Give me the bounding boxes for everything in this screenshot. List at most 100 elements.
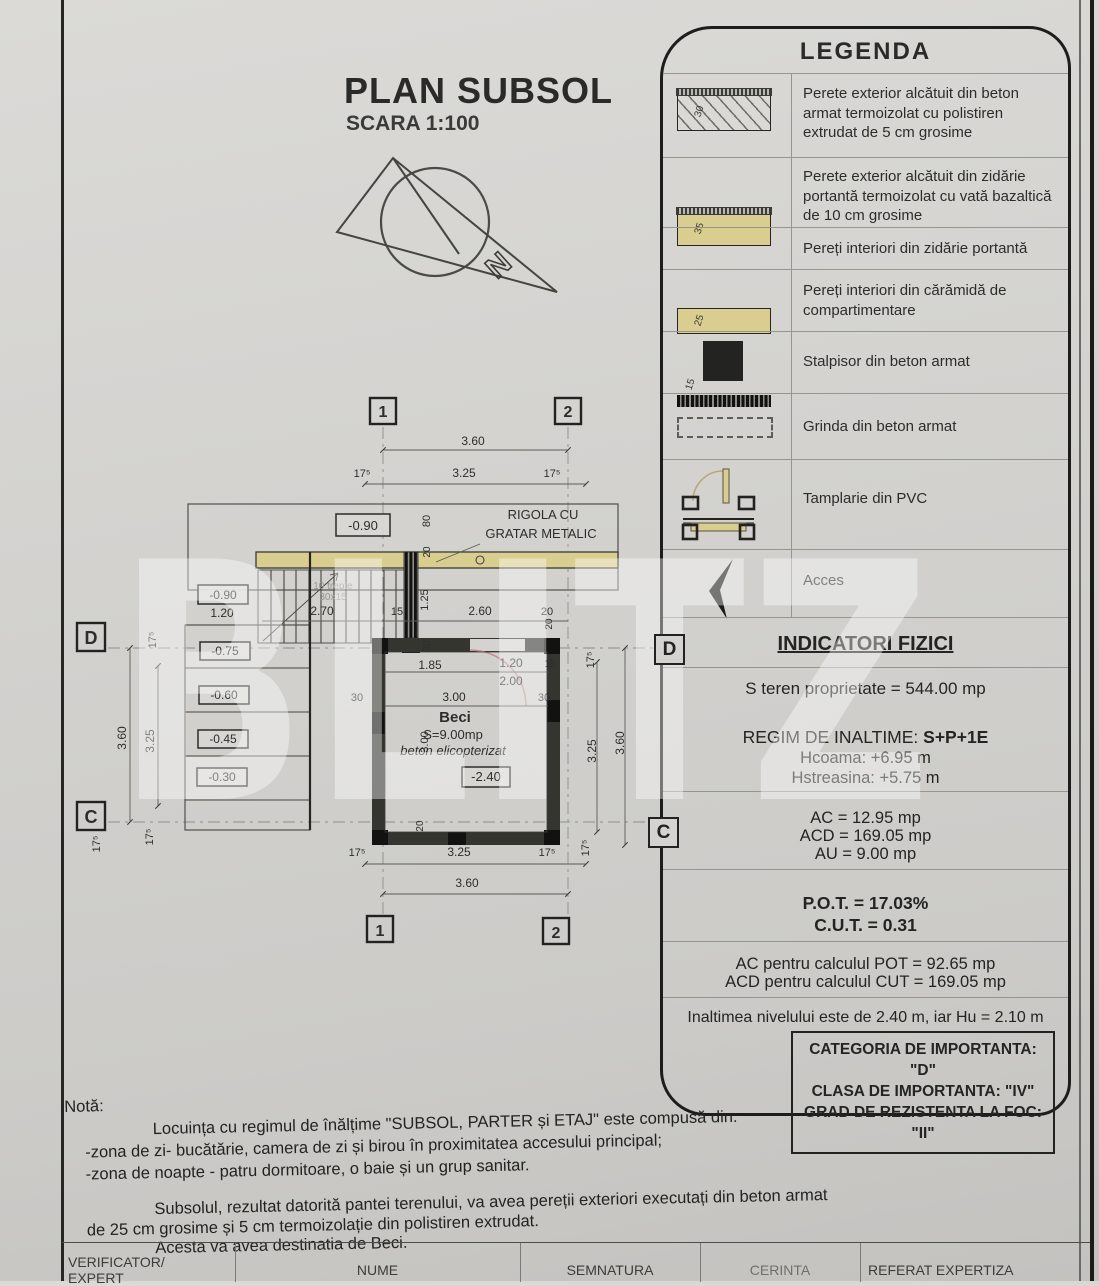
north-arrow-fold bbox=[392, 157, 460, 255]
level-label: -2.40 bbox=[471, 769, 501, 784]
dim-label: 3.60 bbox=[455, 876, 479, 890]
regim-value: S+P+1E bbox=[923, 727, 989, 747]
title-block-table: VERIFICATOR/ EXPERT NUME SEMNATURA CERIN… bbox=[62, 1242, 1090, 1286]
dim-label: 1.20 bbox=[210, 606, 234, 620]
room-name: Beci bbox=[439, 709, 471, 726]
north-arrow: N bbox=[335, 156, 558, 293]
dim-label: 17⁵ bbox=[91, 836, 103, 853]
sheet-frame-right bbox=[1090, 0, 1094, 1281]
legend-symbol-brick-partition: 15 bbox=[677, 378, 771, 407]
table-header-text: EXPERT bbox=[68, 1270, 124, 1286]
dim-label: 1.25 bbox=[419, 589, 431, 610]
stair-direction-line bbox=[262, 572, 339, 642]
legend-item-text: Acces bbox=[803, 572, 844, 589]
rigola-leader-line bbox=[435, 543, 481, 563]
legend-symbol-interior-masonry-wall: 25 bbox=[677, 308, 771, 334]
masonry-wall-band bbox=[255, 551, 619, 569]
rigola-label: RIGOLA CU bbox=[508, 507, 579, 522]
acd-value: ACD = 169.05 mp bbox=[799, 827, 932, 845]
room-area: S=9.00mp bbox=[423, 727, 483, 742]
separator bbox=[663, 941, 1068, 942]
legend-symbol-concrete-column bbox=[703, 341, 743, 381]
legend-item-text: Pereți interiori din zidărie portantă bbox=[803, 240, 1028, 257]
table-column-line bbox=[235, 1243, 236, 1282]
legend-item-text: Pereți interiori din cărămidă de compart… bbox=[803, 282, 1007, 319]
stair-note: 30x15 bbox=[319, 592, 347, 603]
dim-label: 2.00 bbox=[499, 674, 523, 688]
beci-room bbox=[372, 638, 560, 845]
separator bbox=[663, 393, 1068, 394]
grad-rezistenta-foc: GRAD DE REZISTENTA LA FOC: "II" bbox=[804, 1103, 1042, 1142]
separator bbox=[663, 269, 1068, 270]
categoria-importanta: CATEGORIA DE IMPORTANTA: "D" bbox=[809, 1041, 1037, 1079]
dim-label: 20 bbox=[422, 546, 433, 558]
dim-label: 3.60 bbox=[613, 731, 627, 755]
room-finish: beton elicopterizat bbox=[400, 743, 507, 758]
table-header-nume: NUME bbox=[356, 1262, 399, 1278]
dim-label: 2.60 bbox=[468, 604, 492, 618]
legend-symbol-pvc-joinery bbox=[681, 468, 756, 541]
dim-label: 15 bbox=[391, 606, 403, 618]
level-label: -0.90 bbox=[209, 588, 237, 602]
scale-label: SCARA 1:100 bbox=[346, 112, 480, 135]
dim-label: 20 bbox=[415, 820, 426, 832]
dim-label: 3.25 bbox=[447, 845, 471, 859]
table-column-line bbox=[700, 1243, 701, 1282]
page-title: PLAN SUBSOL bbox=[344, 70, 614, 111]
axis-markers: 1 2 1 2 D C bbox=[75, 396, 583, 946]
table-header-text: VERIFICATOR/ bbox=[68, 1254, 165, 1270]
dimension-lines bbox=[126, 446, 629, 898]
dim-label: 80 bbox=[421, 515, 433, 527]
dim-label: 17⁵ bbox=[147, 632, 159, 649]
dim-label: 30 bbox=[422, 640, 433, 652]
legend-item-text: Grinda din beton armat bbox=[803, 418, 957, 435]
floor-plan: 1 2 1 2 D C 3.60 17⁵ 3.25 17⁵ -0.90 80 2… bbox=[75, 396, 658, 946]
dim-label: 17⁵ bbox=[349, 847, 366, 859]
legend-symbol-concrete-wall: 30 bbox=[676, 88, 772, 131]
dim-label: 20 bbox=[541, 606, 553, 618]
regim-label: REGIM DE INALTIME: bbox=[742, 727, 924, 747]
s-teren-value: S teren proprietate = 544.00 mp bbox=[745, 679, 986, 698]
legend-symbol-access-arrow bbox=[709, 559, 733, 619]
legend-item-text: Perete exterior alcătuit din beton armat… bbox=[803, 85, 1019, 141]
wall-thickness-label: 25 bbox=[692, 313, 707, 328]
table-header-semnatura: SEMNATURA bbox=[566, 1262, 654, 1278]
stair-note: 10 trepte bbox=[313, 581, 353, 592]
legend-panel: LEGENDA 30 Perete exterior alcătuit din … bbox=[660, 26, 1071, 1154]
dim-label: 17⁵ bbox=[580, 840, 592, 857]
dim-label: 17⁵ bbox=[144, 829, 156, 846]
wall-thickness-label: 35 bbox=[692, 221, 707, 236]
dim-label: 3.00 bbox=[419, 731, 431, 752]
rigola-outline bbox=[187, 503, 619, 591]
clasa-importanta: CLASA DE IMPORTANTA: "IV" bbox=[811, 1082, 1035, 1100]
axis-label: 2 bbox=[564, 404, 573, 421]
rigola-label: GRATAR METALIC bbox=[485, 526, 596, 541]
dim-label: 3.25 bbox=[452, 466, 476, 480]
level-label: -0.60 bbox=[210, 688, 238, 702]
table-header-verificator: VERIFICATOR/ EXPERT bbox=[68, 1254, 165, 1286]
table-header-cerinta: CERINTA bbox=[749, 1262, 811, 1278]
axis-label: 1 bbox=[379, 404, 388, 421]
drain-symbol bbox=[475, 555, 485, 565]
acd-cut-value: ACD pentru calculul CUT = 169.05 mp bbox=[725, 973, 1006, 991]
separator bbox=[663, 617, 1068, 618]
legend-title: LEGENDA bbox=[799, 38, 932, 65]
separator bbox=[663, 869, 1068, 870]
dim-label: 20 bbox=[544, 618, 555, 630]
level-label: -0.90 bbox=[348, 518, 378, 533]
legend-symbol-concrete-beam bbox=[677, 417, 773, 438]
separator bbox=[663, 157, 1068, 158]
pot-value: P.O.T. = 17.03% bbox=[802, 893, 929, 913]
separator bbox=[663, 331, 1068, 332]
dim-label: 3.00 bbox=[442, 690, 466, 704]
brick-partition-wall bbox=[403, 551, 419, 639]
inaltime-nivel: Inaltimea nivelului este de 2.40 m, iar … bbox=[687, 1009, 1044, 1026]
indicators-title: INDICATORI FIZICI bbox=[669, 633, 1062, 656]
axis-marker-C-right: C bbox=[648, 817, 679, 848]
separator bbox=[663, 997, 1068, 998]
door-swing-arc bbox=[469, 649, 527, 707]
axis-label: C bbox=[85, 807, 98, 827]
importance-category-box: CATEGORIA DE IMPORTANTA: "D" CLASA DE IM… bbox=[791, 1031, 1055, 1154]
dim-label: 30 bbox=[351, 692, 363, 704]
